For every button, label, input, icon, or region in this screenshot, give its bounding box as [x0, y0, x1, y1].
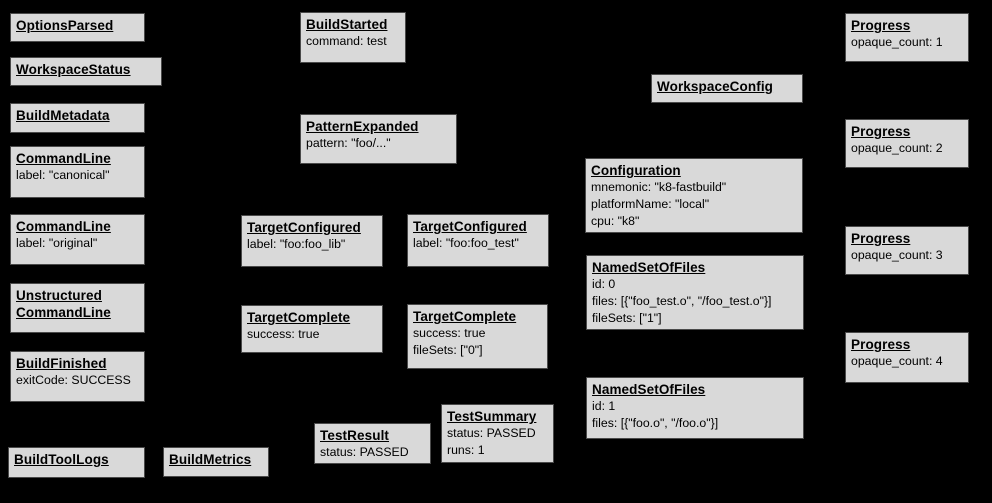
event-title: TargetConfigured [247, 220, 361, 235]
event-field: exitCode: SUCCESS [16, 373, 131, 387]
event-title: TestSummary [447, 409, 537, 424]
event-box-test-result: TestResult status: PASSED [314, 423, 431, 464]
event-fields: opaque_count: 4 [851, 353, 964, 370]
event-title: WorkspaceStatus [16, 62, 131, 77]
event-fields: success: true fileSets: ["0"] [413, 325, 543, 359]
event-box-unstructured-command-line: Unstructured CommandLine [10, 283, 145, 333]
event-box-progress-4: Progress opaque_count: 4 [845, 332, 969, 383]
event-title: Configuration [591, 163, 681, 178]
event-box-test-summary: TestSummary status: PASSED runs: 1 [441, 404, 554, 463]
event-title: NamedSetOfFiles [592, 260, 706, 275]
event-field: files: [{"foo.o", "/foo.o"}] [592, 416, 719, 430]
event-fields: opaque_count: 2 [851, 140, 964, 157]
event-field: label: "original" [16, 236, 98, 250]
event-title: CommandLine [16, 219, 111, 234]
event-title: Progress [851, 231, 911, 246]
event-field: pattern: "foo/..." [306, 136, 391, 150]
event-box-build-tool-logs: BuildToolLogs [8, 447, 145, 478]
event-title: BuildFinished [16, 356, 107, 371]
event-field: status: PASSED [320, 445, 409, 459]
event-box-target-configured-foo-lib: TargetConfigured label: "foo:foo_lib" [241, 215, 383, 267]
event-box-progress-2: Progress opaque_count: 2 [845, 119, 969, 168]
event-box-build-metrics: BuildMetrics [163, 447, 269, 477]
event-box-build-started: BuildStarted command: test [300, 12, 406, 63]
event-field: status: PASSED [447, 426, 536, 440]
event-field: runs: 1 [447, 443, 485, 457]
event-title: BuildMetadata [16, 108, 110, 123]
event-field: fileSets: ["1"] [592, 311, 662, 325]
event-fields: status: PASSED [320, 444, 426, 461]
event-field: cpu: "k8" [591, 214, 640, 228]
event-title: BuildToolLogs [14, 452, 109, 467]
event-box-pattern-expanded: PatternExpanded pattern: "foo/..." [300, 114, 457, 164]
event-field: platformName: "local" [591, 197, 710, 211]
event-fields: pattern: "foo/..." [306, 135, 452, 152]
event-title: PatternExpanded [306, 119, 419, 134]
event-fields: opaque_count: 1 [851, 34, 964, 51]
event-box-progress-3: Progress opaque_count: 3 [845, 226, 969, 275]
event-fields: exitCode: SUCCESS [16, 372, 140, 389]
event-field: id: 1 [592, 399, 616, 413]
event-field: opaque_count: 2 [851, 141, 943, 155]
event-fields: command: test [306, 33, 401, 50]
event-box-build-metadata: BuildMetadata [10, 103, 145, 133]
event-field: fileSets: ["0"] [413, 343, 483, 357]
event-box-named-set-of-files-0: NamedSetOfFiles id: 0 files: [{"foo_test.… [586, 255, 804, 330]
event-field: label: "foo:foo_test" [413, 236, 519, 250]
event-box-build-finished: BuildFinished exitCode: SUCCESS [10, 351, 145, 402]
event-box-options-parsed: OptionsParsed [10, 13, 145, 42]
event-fields: opaque_count: 3 [851, 247, 964, 264]
event-field: opaque_count: 3 [851, 248, 943, 262]
event-box-command-line-canonical: CommandLine label: "canonical" [10, 146, 145, 198]
event-title: OptionsParsed [16, 18, 114, 33]
event-title: TargetComplete [413, 309, 517, 324]
event-title: BuildStarted [306, 17, 388, 32]
event-box-progress-1: Progress opaque_count: 1 [845, 13, 969, 62]
event-field: label: "canonical" [16, 168, 110, 182]
event-field: id: 0 [592, 277, 616, 291]
event-field: success: true [247, 327, 320, 341]
event-box-command-line-original: CommandLine label: "original" [10, 214, 145, 265]
event-fields: label: "canonical" [16, 167, 140, 184]
event-field: opaque_count: 1 [851, 35, 943, 49]
event-field: mnemonic: "k8-fastbuild" [591, 180, 727, 194]
event-fields: status: PASSED runs: 1 [447, 425, 549, 459]
event-box-target-complete-foo-lib: TargetComplete success: true [241, 305, 383, 353]
event-fields: success: true [247, 326, 378, 343]
event-field: command: test [306, 34, 387, 48]
event-title: Progress [851, 337, 911, 352]
event-box-workspace-status: WorkspaceStatus [10, 57, 162, 86]
event-fields: label: "foo:foo_lib" [247, 236, 378, 253]
event-field: files: [{"foo_test.o", "/foo_test.o"}] [592, 294, 772, 308]
event-title: Progress [851, 18, 911, 33]
event-box-configuration: Configuration mnemonic: "k8-fastbuild" pl… [585, 158, 803, 233]
event-fields: mnemonic: "k8-fastbuild" platformName: "l… [591, 179, 798, 230]
event-fields: label: "original" [16, 235, 140, 252]
event-title: TargetConfigured [413, 219, 527, 234]
event-box-target-complete-foo-test: TargetComplete success: true fileSets: ["… [407, 304, 548, 369]
event-title: TestResult [320, 428, 390, 443]
event-title: TargetComplete [247, 310, 351, 325]
event-fields: label: "foo:foo_test" [413, 235, 544, 252]
event-box-named-set-of-files-1: NamedSetOfFiles id: 1 files: [{"foo.o", "… [586, 377, 804, 439]
event-field: success: true [413, 326, 486, 340]
event-title: Unstructured CommandLine [16, 288, 111, 320]
event-title: NamedSetOfFiles [592, 382, 706, 397]
event-title: Progress [851, 124, 911, 139]
event-fields: id: 1 files: [{"foo.o", "/foo.o"}] [592, 398, 799, 432]
event-box-workspace-config: WorkspaceConfig [651, 74, 803, 103]
event-title: CommandLine [16, 151, 111, 166]
event-field: opaque_count: 4 [851, 354, 943, 368]
event-title: BuildMetrics [169, 452, 252, 467]
event-field: label: "foo:foo_lib" [247, 237, 346, 251]
event-box-target-configured-foo-test: TargetConfigured label: "foo:foo_test" [407, 214, 549, 267]
event-title: WorkspaceConfig [657, 79, 774, 94]
event-fields: id: 0 files: [{"foo_test.o", "/foo_test.o… [592, 276, 799, 327]
